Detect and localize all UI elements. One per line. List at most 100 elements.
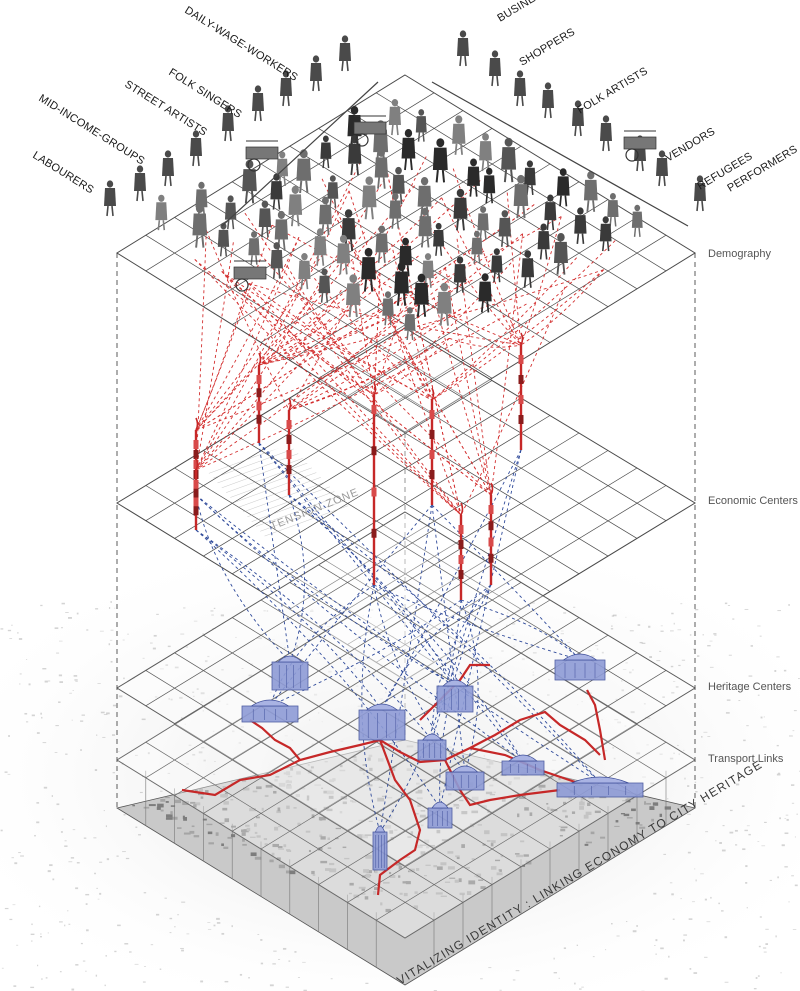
economic-marker-segment — [488, 537, 494, 547]
grid-line — [376, 234, 667, 415]
city-block — [132, 804, 136, 807]
city-block — [350, 800, 354, 802]
economy-link-line — [286, 266, 375, 396]
texture-speck — [85, 970, 87, 972]
city-block — [320, 860, 328, 864]
economic-marker-segment — [488, 521, 494, 531]
city-block — [286, 849, 291, 852]
person-leg — [346, 60, 349, 72]
person-leg — [325, 292, 329, 303]
label-economic-centers: Economic Centers — [708, 495, 798, 507]
economy-link-line — [348, 190, 462, 516]
city-block — [321, 787, 324, 789]
texture-speck — [647, 717, 651, 719]
person-leg — [229, 130, 232, 142]
texture-speck — [124, 943, 129, 945]
city-block — [447, 866, 455, 870]
person-leg — [461, 218, 465, 231]
heritage-link-line — [439, 584, 492, 809]
person-leg — [606, 241, 610, 252]
grid-line — [347, 724, 638, 903]
texture-speck — [791, 875, 794, 877]
texture-speck — [499, 618, 502, 620]
city-block — [174, 799, 181, 804]
texture-speck — [99, 892, 102, 895]
person-body — [280, 78, 292, 96]
city-block — [500, 854, 504, 858]
person-body — [327, 182, 339, 199]
person-head — [316, 228, 324, 236]
person-head — [106, 180, 114, 188]
monument-dome — [374, 825, 386, 833]
texture-speck — [313, 693, 318, 696]
person-figure — [457, 30, 469, 67]
person-head — [397, 262, 406, 271]
person-leg — [641, 160, 644, 172]
texture-speck — [116, 855, 119, 857]
texture-speck — [370, 616, 372, 618]
city-block — [329, 779, 335, 783]
person-body — [252, 93, 264, 111]
grid-line — [376, 741, 667, 921]
texture-speck — [452, 629, 457, 632]
grid-line — [289, 432, 580, 610]
city-block — [615, 820, 619, 823]
city-block — [440, 895, 447, 897]
texture-speck — [784, 832, 789, 835]
texture-speck — [758, 945, 761, 948]
texture-speck — [550, 710, 552, 712]
texture-speck — [235, 636, 237, 638]
city-block — [587, 802, 591, 807]
heritage-link-line — [288, 494, 305, 663]
texture-speck — [724, 936, 728, 939]
heritage-monuments — [241, 653, 644, 871]
heritage-monument-icon — [372, 825, 388, 871]
texture-speck — [373, 676, 375, 678]
texture-speck — [709, 666, 714, 668]
person-body — [513, 184, 529, 206]
texture-speck — [31, 940, 33, 942]
city-block — [389, 830, 394, 834]
person-leg — [277, 199, 281, 210]
city-block — [516, 854, 524, 858]
person-figure — [513, 174, 529, 219]
economic-marker-segment — [429, 410, 435, 419]
texture-speck — [94, 769, 98, 772]
city-block — [368, 820, 373, 822]
person-figure — [656, 150, 668, 187]
city-block — [550, 809, 558, 812]
city-block — [415, 791, 423, 794]
texture-speck — [58, 640, 63, 642]
person-leg — [254, 110, 257, 122]
monument-dome — [508, 754, 538, 762]
city-block — [652, 802, 659, 806]
texture-speck — [662, 696, 665, 698]
texture-speck — [226, 703, 229, 705]
person-leg — [539, 249, 543, 260]
person-head — [473, 230, 480, 238]
person-figure — [452, 115, 466, 155]
city-block — [274, 779, 278, 782]
person-body — [336, 243, 351, 264]
city-block — [420, 824, 424, 827]
person-leg — [389, 315, 392, 326]
city-block — [471, 796, 479, 801]
texture-speck — [532, 671, 534, 674]
city-block — [363, 869, 370, 873]
city-block — [402, 881, 408, 884]
city-blocks — [132, 745, 671, 913]
person-figure — [514, 70, 526, 107]
economic-marker-tip — [288, 397, 292, 411]
texture-speck — [781, 844, 785, 847]
city-block — [358, 886, 366, 889]
texture-speck — [75, 680, 78, 682]
person-body — [318, 204, 332, 225]
texture-speck — [71, 719, 73, 721]
texture-speck — [167, 645, 171, 648]
texture-speck — [567, 642, 571, 644]
texture-speck — [622, 669, 627, 670]
texture-speck — [533, 610, 536, 612]
city-block — [318, 847, 323, 851]
person-leg — [141, 190, 144, 202]
city-block — [325, 868, 332, 871]
